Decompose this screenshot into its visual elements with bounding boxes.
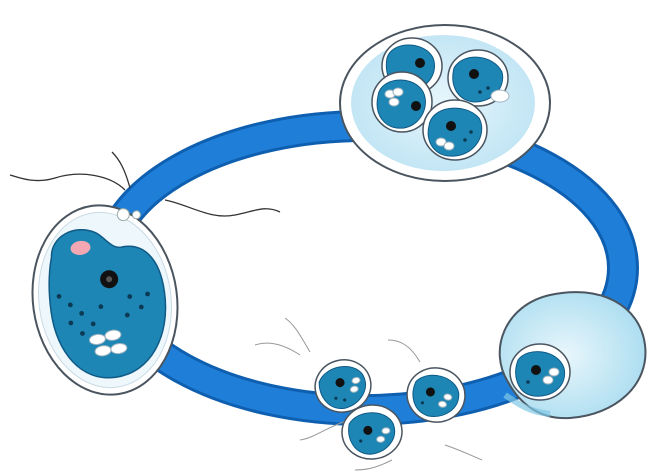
daughter-cell bbox=[448, 50, 509, 106]
flagellum-left bbox=[10, 174, 125, 190]
daughter-cell bbox=[372, 72, 432, 132]
stage-encysting-cell bbox=[500, 292, 646, 418]
daughter-cell bbox=[423, 100, 487, 160]
stage-cyst-division bbox=[340, 25, 550, 181]
encysting-cell-icon bbox=[510, 344, 570, 400]
flagellum-right bbox=[165, 200, 280, 216]
